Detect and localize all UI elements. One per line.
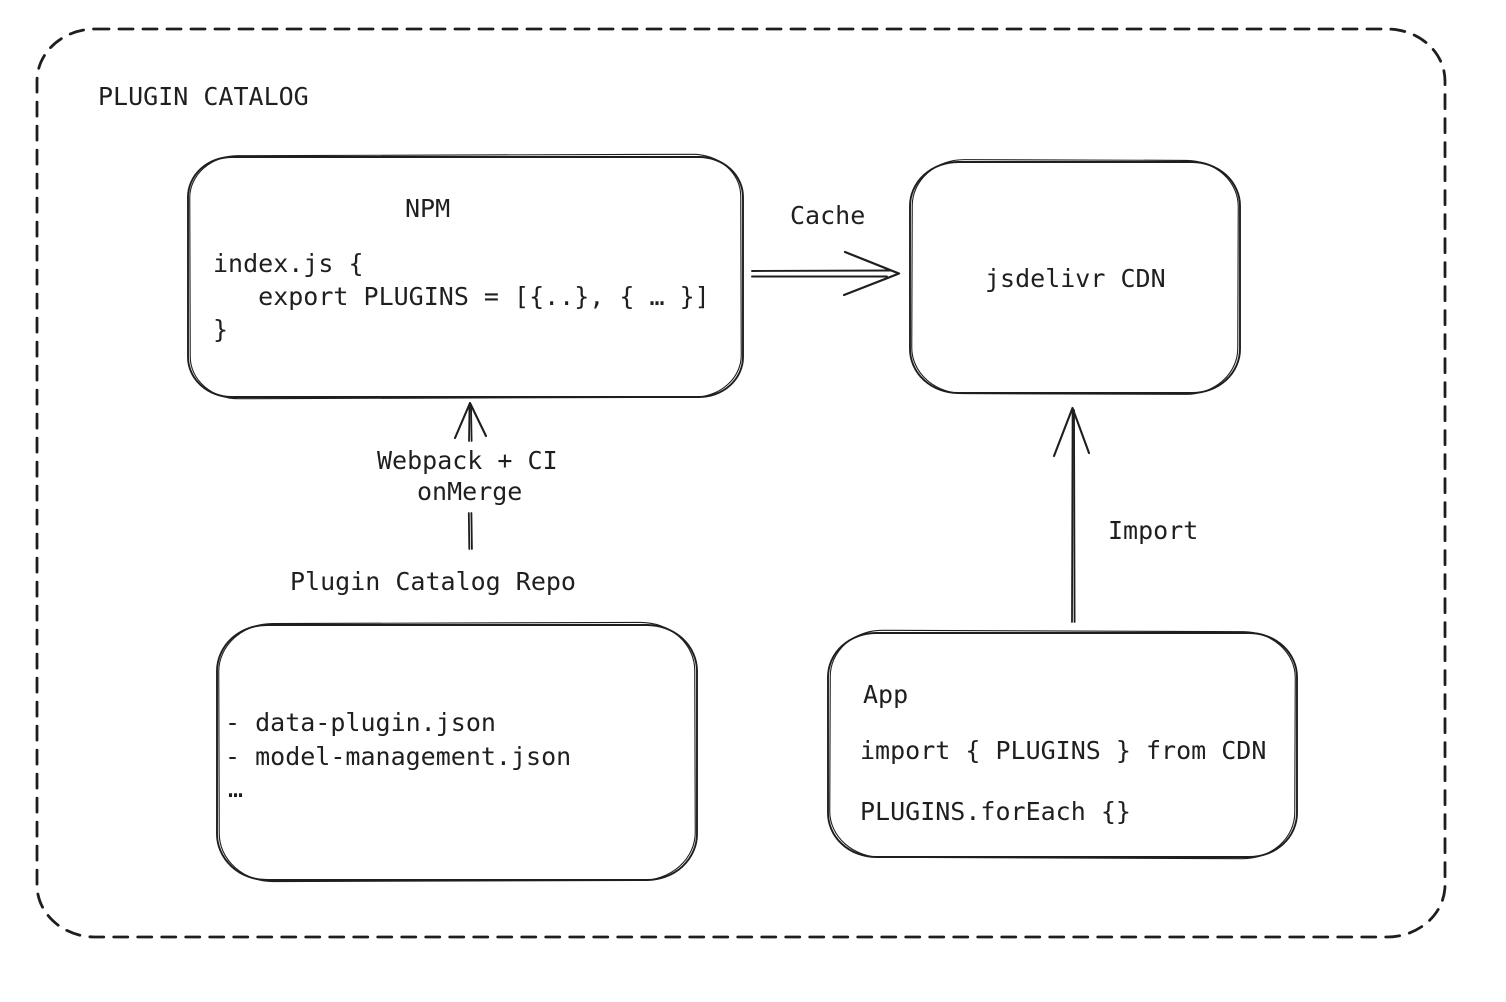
catalog-frame-border	[35, 27, 1447, 939]
npm-box-title: NPM	[405, 194, 451, 223]
cdn-box	[909, 159, 1241, 395]
app-code-line-2: PLUGINS.forEach {}	[860, 797, 1131, 826]
build-arrow-label-line1: Webpack + CI	[377, 446, 558, 475]
app-box	[827, 629, 1298, 860]
npm-code-line-1: index.js {	[213, 249, 364, 278]
build-arrow	[453, 401, 488, 550]
repo-box	[216, 621, 698, 883]
npm-code-line-2: export PLUGINS = [{..}, { … }]	[213, 282, 710, 311]
repo-box-label: Plugin Catalog Repo	[290, 567, 576, 596]
repo-file-3: …	[228, 774, 244, 803]
diagram-title: PLUGIN CATALOG	[98, 82, 309, 111]
npm-code-line-3: }	[213, 315, 229, 344]
app-box-title: App	[863, 680, 909, 709]
cache-arrow	[751, 250, 901, 297]
npm-box	[187, 153, 744, 400]
cdn-box-title: jsdelivr CDN	[985, 264, 1166, 293]
import-arrow	[1052, 406, 1091, 623]
build-arrow-label-line2: onMerge	[417, 477, 523, 506]
app-code-line-1: import { PLUGINS } from CDN	[860, 736, 1267, 765]
import-arrow-label: Import	[1108, 516, 1199, 545]
repo-file-1: - data-plugin.json	[225, 708, 496, 737]
repo-file-2: - model-management.json	[225, 742, 572, 771]
cache-arrow-label: Cache	[790, 201, 866, 230]
